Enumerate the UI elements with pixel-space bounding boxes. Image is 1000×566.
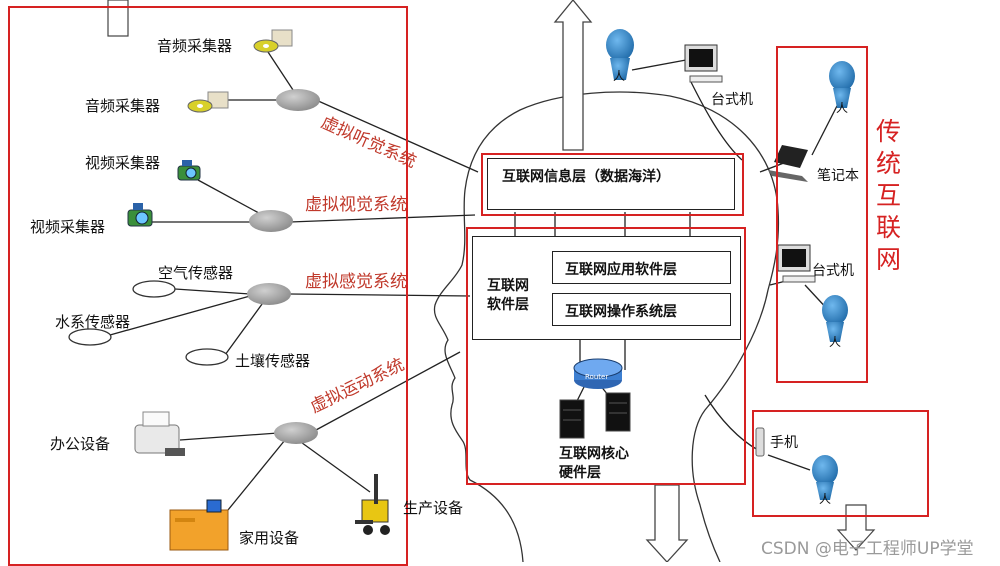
audio-collector-icon-1 [253, 29, 293, 53]
software-layer-label-1: 互联网 [487, 278, 529, 294]
server-icon-2 [605, 392, 631, 432]
head-outline [433, 91, 780, 562]
router-icon [573, 358, 623, 389]
video-collector-icon-1 [177, 160, 201, 181]
laptop-icon [768, 145, 808, 182]
person-label-2: 人 [836, 101, 849, 115]
app-layer-box [552, 251, 731, 284]
water-sensor-label: 水系传感器 [55, 313, 131, 331]
printer-icon [134, 411, 185, 456]
person-label-1: 人 [613, 69, 626, 83]
audio-collector-icon-2 [187, 91, 229, 113]
info-layer-label: 互联网信息层（数据海洋） [502, 169, 670, 185]
video-collector-icon-2 [127, 203, 153, 227]
person-icon-4 [812, 455, 838, 500]
forklift-icon [355, 474, 390, 535]
down-arrow [645, 484, 689, 562]
sense-system-label: 虚拟感觉系统 [305, 272, 407, 292]
os-layer-label: 互联网操作系统层 [565, 304, 677, 320]
software-hardware-frame [466, 227, 746, 485]
watermark: CSDN @电子工程师UP学堂 [761, 539, 974, 559]
info-layer-frame [481, 153, 744, 216]
soil-sensor-label: 土壤传感器 [235, 352, 311, 370]
hub-node-sense [247, 283, 291, 305]
home-device-label: 家用设备 [239, 529, 300, 547]
person-icon-1 [606, 29, 634, 80]
desktop-icon-1 [684, 44, 723, 83]
person-label-3: 人 [829, 335, 842, 349]
office-device-label: 办公设备 [50, 435, 111, 453]
os-layer-box [552, 293, 731, 326]
soil-sensor-icon [185, 348, 229, 366]
left-arrow-stub [107, 0, 129, 37]
desktop-label-2: 台式机 [812, 263, 854, 279]
home-device-icon [169, 499, 229, 551]
server-icon-1 [559, 399, 585, 439]
phone-frame [752, 410, 929, 517]
production-device-label: 生产设备 [403, 499, 464, 517]
video-collector-label-2: 视频采集器 [30, 218, 106, 236]
software-layer-label-2: 软件层 [487, 297, 529, 313]
up-arrow [553, 0, 593, 151]
air-sensor-label: 空气传感器 [158, 264, 234, 282]
desktop-icon-2 [777, 244, 816, 283]
laptop-label: 笔记本 [817, 168, 859, 184]
desktop-label-1: 台式机 [711, 92, 753, 108]
traditional-internet-frame [776, 46, 868, 383]
person-icon-3 [822, 295, 848, 342]
air-sensor-icon [132, 280, 176, 298]
core-hardware-label-2: 硬件层 [559, 465, 601, 481]
water-sensor-icon [68, 328, 112, 346]
audio-collector-label-2: 音频采集器 [85, 97, 161, 115]
router-label: Router [585, 373, 609, 381]
video-collector-label-1: 视频采集器 [85, 154, 161, 172]
hub-node-hearing [276, 89, 320, 111]
traditional-internet-title: 传统互联网 [876, 117, 902, 274]
audio-collector-label-1: 音频采集器 [157, 37, 233, 55]
person-label-4: 人 [819, 492, 832, 506]
app-layer-label: 互联网应用软件层 [565, 262, 677, 278]
hub-node-vision [249, 210, 293, 232]
vision-system-label: 虚拟视觉系统 [305, 195, 407, 215]
info-layer-box [487, 158, 735, 210]
phone-icon [755, 427, 765, 457]
hub-node-motion [274, 422, 318, 444]
core-hardware-label-1: 互联网核心 [559, 446, 629, 462]
person-icon-2 [829, 61, 855, 108]
phone-label: 手机 [770, 435, 798, 451]
